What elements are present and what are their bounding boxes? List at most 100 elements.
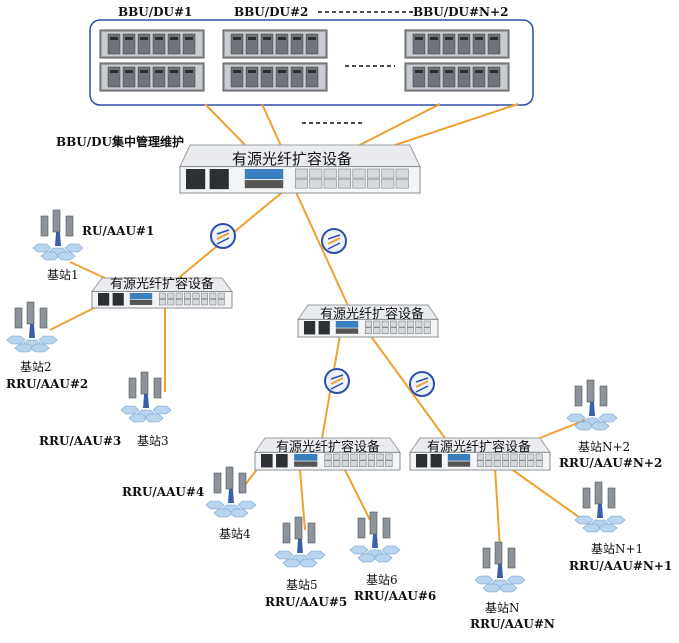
optical-arrow (216, 237, 230, 245)
bbu-port (263, 37, 271, 40)
coverage-cell (6, 335, 26, 345)
fiber-link (319, 334, 341, 451)
site2-name: 基站2 (20, 360, 52, 374)
bbu-port (185, 37, 193, 40)
sfp-port (324, 460, 332, 468)
sfp-port (209, 292, 217, 299)
sfp-port (324, 453, 332, 461)
coverage-cell (32, 243, 52, 253)
optical-link-icon (409, 371, 435, 397)
bbu-port (293, 37, 301, 40)
siteN-name: 基站N (485, 601, 520, 615)
antenna-panel (225, 466, 234, 490)
coverage-cell (56, 251, 76, 261)
sfp-port (167, 299, 175, 306)
mgmt-ports (244, 169, 284, 180)
sfp-port (309, 178, 323, 189)
sfp-port (158, 292, 166, 299)
optical-arrow (330, 374, 344, 380)
coverage-cell (606, 515, 626, 525)
site2-icon (6, 301, 58, 353)
sfp-port (395, 178, 409, 189)
coverage-cell (598, 413, 618, 423)
coverage-cell (152, 405, 172, 415)
bbu-port (475, 70, 483, 73)
coverage-cell (498, 583, 518, 593)
bbu-label-n2: BBU/DU#N+2 (413, 5, 509, 19)
sfp-port (366, 178, 380, 189)
sfp-port (309, 168, 323, 179)
coverage-cell (306, 550, 326, 560)
site1-name: 基站1 (47, 268, 79, 282)
site4-unit: RRU/AAU#4 (122, 485, 205, 499)
coverage-cell (144, 413, 164, 423)
sfp-port (381, 327, 389, 335)
sfp-port (502, 460, 510, 468)
mgmt-ports-lower (447, 461, 471, 467)
coverage-cell (120, 405, 140, 415)
antenna-panel (586, 379, 595, 403)
fiber-link (369, 334, 451, 446)
lower-left-device-title: 有源光纤扩容设备 (276, 440, 381, 455)
sfp-port (415, 320, 423, 328)
sfp-port (527, 460, 535, 468)
bbu-port (170, 37, 178, 40)
optical-arrow (330, 382, 344, 390)
mgmt-ports-lower (129, 299, 153, 305)
coverage-cell (574, 515, 594, 525)
sfp-port (209, 299, 217, 306)
bbu-port (248, 37, 256, 40)
coverage-cell (237, 500, 257, 510)
sfp-port (333, 460, 341, 468)
coverage-cell (213, 508, 233, 518)
site3-icon (120, 371, 172, 423)
antenna-panel (238, 472, 247, 494)
bbu-port (110, 70, 118, 73)
sfp-port (423, 320, 431, 328)
optical-arrow (415, 380, 429, 388)
antenna-panel (357, 517, 366, 539)
optical-arrow (415, 385, 429, 393)
sfp-port (398, 320, 406, 328)
coverage-cell (40, 251, 60, 261)
coverage-cell (598, 523, 618, 533)
mgmt-ports (129, 293, 153, 300)
sfp-port (518, 460, 526, 468)
coverage-cell (349, 545, 369, 555)
bbu-unit (404, 62, 510, 92)
sfp-port (381, 320, 389, 328)
siteN-unit: RRU/AAU#N (470, 617, 555, 631)
bbu-port (233, 37, 241, 40)
bbu-port (248, 70, 256, 73)
optical-arrow (330, 377, 344, 385)
antenna-panel (494, 541, 503, 565)
optical-link-icon (321, 228, 347, 254)
site3-name: 基站3 (137, 434, 169, 448)
mgmt-ports-lower (335, 328, 359, 334)
middle-device (297, 304, 439, 338)
power-socket (186, 169, 206, 190)
antenna-panel (507, 547, 516, 569)
sfp-port (217, 292, 225, 299)
antenna-panel (153, 377, 162, 399)
coverage-cell (30, 343, 50, 353)
bbu-port (490, 70, 498, 73)
bbu-port (475, 37, 483, 40)
siteN1-icon (574, 481, 626, 533)
bbu-port (415, 37, 423, 40)
antenna-panel (582, 487, 591, 509)
sfp-port (294, 168, 308, 179)
antenna-panel (574, 385, 583, 407)
middle-device-title: 有源光纤扩容设备 (320, 307, 425, 322)
power-socket (261, 454, 273, 468)
bbu-port (445, 70, 453, 73)
sfp-port (406, 320, 414, 328)
sfp-port (485, 460, 493, 468)
sfp-port (373, 327, 381, 335)
core-device (179, 144, 421, 194)
bbu-port (140, 37, 148, 40)
coverage-cell (474, 575, 494, 585)
antenna-panel (382, 517, 391, 539)
